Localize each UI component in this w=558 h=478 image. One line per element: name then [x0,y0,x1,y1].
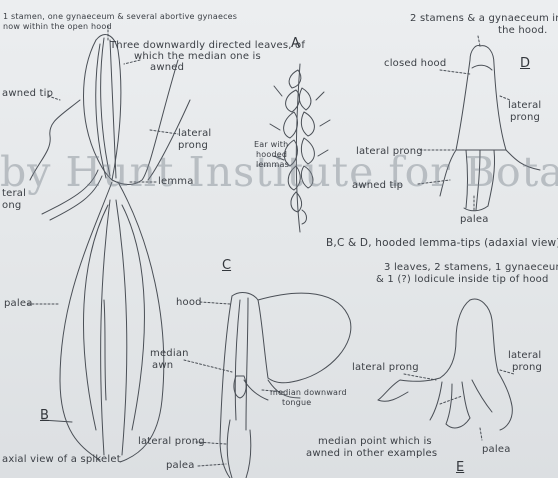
label-lateral-b-1: lateral [178,128,211,139]
label-closed-hood: closed hood [384,58,446,69]
label-lateral-b-2: prong [178,140,208,151]
label-d-top-2: the hood. [498,25,548,36]
label-palea-c: palea [166,460,195,471]
label-caption-b: axial view of a spikelet [2,454,121,465]
label-ear-2: hooded [256,150,287,159]
label-hood-c: hood [176,297,202,308]
label-e-top-2: & 1 (?) lodicule inside tip of hood [376,274,549,285]
label-three-leaves-1: Three downwardly directed leaves, of [110,40,305,51]
label-median-point-1: median point which is [318,436,432,447]
label-d-top-1: 2 stamens & a gynaeceum inside [410,13,558,24]
figure-letter-b: B [40,408,49,423]
label-three-leaves-2: which the median one is [134,51,261,62]
label-lateral-prong-d: lateral prong [356,146,423,157]
label-lateral-prong-e: lateral prong [352,362,419,373]
label-b-top-note-2: now within the open hood [3,22,112,31]
label-lateral-e-2: prong [512,362,542,373]
label-palea-d: palea [460,214,489,225]
label-lateral-d-1: lateral [508,100,541,111]
label-lateral-left-2: ong [2,200,21,211]
label-palea-b: palea [4,298,33,309]
figure-letter-d: D [520,56,530,71]
label-b-top-note-1: 1 stamen, one gynaeceum & several aborti… [3,12,237,21]
label-median-tongue-2: tongue [282,398,311,407]
label-ear-1: Ear with [254,140,288,149]
label-awned-tip-b: awned tip [2,88,53,99]
label-lateral-prong-c: lateral prong [138,436,205,447]
figure-letter-c: C [222,258,231,273]
label-median-awn-2: awn [152,360,173,371]
label-palea-e: palea [482,444,511,455]
label-lateral-left-1: teral [2,188,26,199]
label-three-leaves-3: awned [150,62,184,73]
label-awned-tip-d: awned tip [352,180,403,191]
label-bcd-caption: B,C & D, hooded lemma-tips (adaxial view… [326,238,558,249]
label-lateral-e-1: lateral [508,350,541,361]
label-lateral-d-2: prong [510,112,540,123]
label-median-awn-1: median [150,348,189,359]
label-median-point-2: awned in other examples [306,448,437,459]
label-ear-3: lemmas [256,160,289,169]
label-lemma: lemma [158,176,194,187]
label-median-tongue-1: median downward [270,388,347,397]
label-e-top-1: 3 leaves, 2 stamens, 1 gynaeceum [384,262,558,273]
figure-letter-e: E [456,460,464,475]
